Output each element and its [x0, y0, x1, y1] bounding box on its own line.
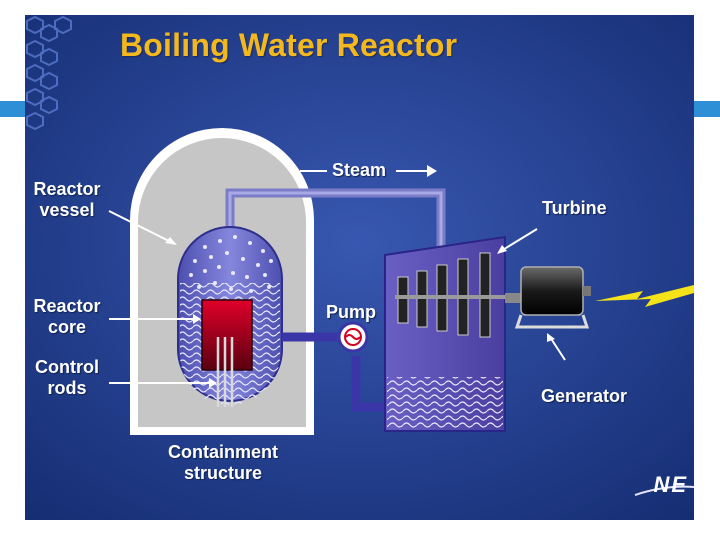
generator-stand [514, 314, 590, 329]
control-rods [216, 337, 234, 407]
accent-stripe-left [0, 101, 26, 117]
slide-panel: Boiling Water Reactor Reactor vessel Rea… [25, 15, 694, 520]
pump-wave [345, 334, 361, 340]
background [25, 15, 694, 520]
turbine-blades [395, 252, 517, 338]
pump-rotor [344, 328, 362, 346]
label-generator: Generator [541, 386, 628, 406]
generator [520, 266, 584, 316]
label-steam: Steam [332, 160, 387, 180]
steam-pipe-highlight [228, 191, 443, 261]
label-reactor-core: Reactor core [33, 296, 101, 337]
turbine-shaft [505, 293, 521, 303]
steam-bubbles [189, 235, 273, 293]
lightning-bolt-icon [595, 285, 694, 307]
hexagon-pattern [26, 15, 72, 131]
label-pump: Pump [326, 302, 377, 322]
label-reactor-vessel: Reactor vessel [33, 179, 101, 220]
accent-stripe-right [694, 101, 720, 117]
label-containment-structure: Containment structure [168, 442, 278, 483]
logo-swoosh [634, 485, 694, 496]
label-leaders [108, 210, 566, 384]
reactor-diagram [25, 15, 694, 520]
return-pipe [351, 356, 385, 412]
label-arrowheads [165, 237, 555, 388]
reactor-core [201, 299, 253, 371]
label-control-rods: Control rods [35, 357, 99, 398]
label-turbine: Turbine [542, 198, 607, 218]
steam-arrow-head [427, 165, 437, 177]
slide-title: Boiling Water Reactor [120, 27, 458, 63]
condenser-water [387, 377, 503, 429]
ne-logo: NE [653, 472, 688, 497]
generator-shaft [583, 286, 591, 296]
